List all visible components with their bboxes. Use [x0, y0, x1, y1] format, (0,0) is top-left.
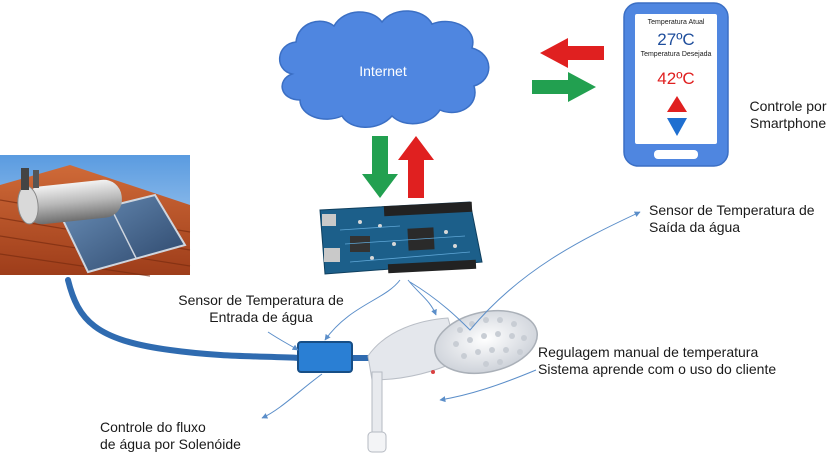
arrow-up-red	[398, 136, 434, 198]
outlet-sensor-label-line-1: Sensor de Temperatura de	[649, 202, 815, 218]
up-triangle-icon	[667, 96, 687, 112]
arrow-down-green	[362, 136, 398, 198]
arrow-right-green	[532, 72, 596, 102]
annotation-arrow-board-to-shower	[407, 279, 437, 316]
smartphone	[623, 2, 729, 167]
inlet-sensor-label-line-2: Entrada de água	[209, 309, 313, 325]
internet-label: Internet	[359, 63, 407, 79]
manual-regulation-label: Regulagem manual de temperatura Sistema …	[538, 344, 776, 378]
arrow-left-red	[540, 38, 604, 68]
inlet-sensor-label-line-1: Sensor de Temperatura de	[178, 292, 344, 308]
manual-regulation-label-line-2: Sistema aprende com o uso do cliente	[538, 361, 777, 377]
solenoid-valve	[297, 341, 353, 373]
current-temperature-label: Temperatura Atual	[647, 19, 705, 26]
solenoid-label-line-1: Controle do fluxo	[100, 419, 206, 435]
solar-heater-image	[0, 155, 191, 277]
current-temperature-value: 27ºC	[657, 30, 695, 49]
smartphone-label-line-2: Smartphone	[749, 115, 827, 131]
smartphone-label-line-1: Controle por	[749, 98, 827, 114]
annotation-arrow-board-to-sensor-in	[324, 279, 401, 341]
annotation-arrow-manual-to-shower	[439, 369, 537, 403]
solenoid-label-line-2: de água por Solenóide	[100, 436, 241, 452]
manual-regulation-label-line-1: Regulagem manual de temperatura	[538, 344, 759, 360]
smartphone-control-label: Controle por Smartphone	[740, 98, 836, 132]
shower-head	[367, 309, 538, 453]
annotation-arrow-valve-to-solenoid	[261, 373, 323, 419]
water-pipe	[65, 277, 303, 361]
inlet-sensor-label: Sensor de Temperatura de Entrada de água	[170, 292, 352, 326]
down-triangle-icon	[667, 118, 687, 136]
control-board	[319, 201, 483, 275]
annotation-arrow-board-to-sensor-out	[409, 211, 641, 331]
outlet-sensor-label: Sensor de Temperatura de Saída da água	[649, 202, 815, 236]
outlet-sensor-label-line-2: Saída da água	[649, 219, 741, 235]
solenoid-control-label: Controle do fluxo de água por Solenóide	[100, 419, 241, 453]
desired-temperature-value: 42ºC	[657, 69, 695, 88]
desired-temperature-label: Temperatura Desejada	[640, 51, 712, 58]
internet-cloud	[278, 10, 490, 128]
annotation-arrow-sensor-in-to-valve	[267, 331, 299, 351]
annotation-arrows	[261, 211, 641, 419]
